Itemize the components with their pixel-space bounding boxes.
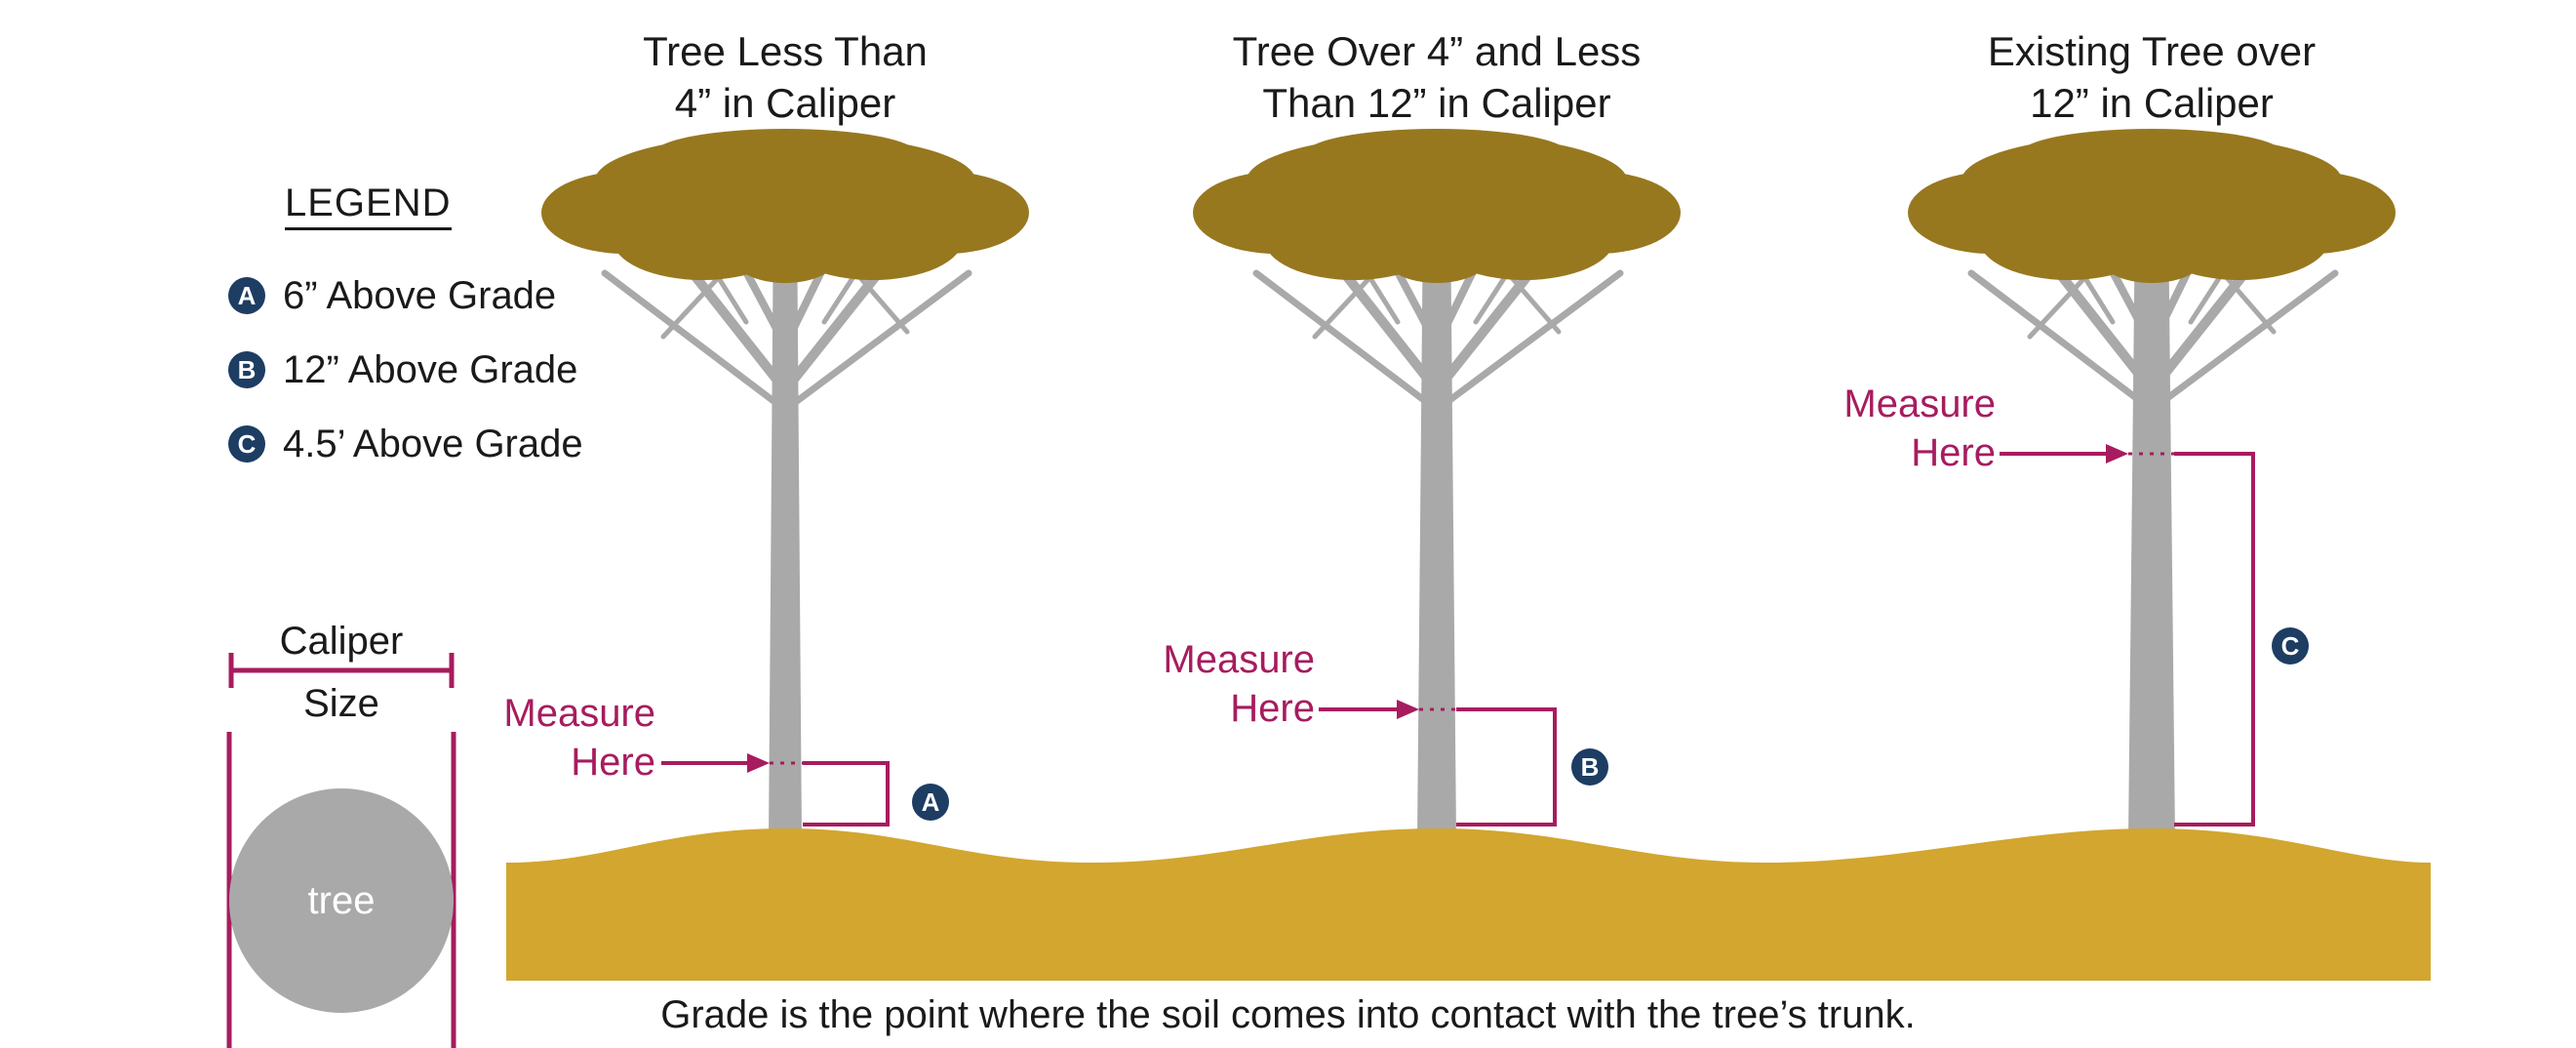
tree-canopy xyxy=(1193,129,1681,283)
tree-canopy xyxy=(1908,129,2396,283)
legend-item-b: B 12” Above Grade xyxy=(228,346,577,393)
caliper-tree-circle: tree xyxy=(229,788,454,1013)
legend-badge-b: B xyxy=(228,351,265,388)
legend-title: LEGEND xyxy=(285,181,452,230)
tree-illustration-1 xyxy=(541,129,1029,839)
measure-here-label-2: Measure Here xyxy=(1163,638,1315,730)
diagram-title-2: Tree Over 4” and Less Than 12” in Calipe… xyxy=(1232,28,1642,126)
legend-label-a: 6” Above Grade xyxy=(283,273,557,317)
measure-bracket-1 xyxy=(803,761,890,826)
measure-badge-b: B xyxy=(1571,748,1608,786)
legend-badge-c: C xyxy=(228,425,265,463)
ground-shape xyxy=(506,828,2431,981)
legend-badge-a: A xyxy=(228,277,265,314)
tree-trunk xyxy=(769,210,802,839)
legend-label-b: 12” Above Grade xyxy=(283,347,578,391)
caliper-circle-label: tree xyxy=(307,878,376,922)
tree-trunk xyxy=(2128,210,2175,839)
legend-label-c: 4.5’ Above Grade xyxy=(283,422,583,465)
tree-trunk xyxy=(1417,210,1456,839)
legend-item-a: A 6” Above Grade xyxy=(228,272,556,319)
measure-bracket-3 xyxy=(2174,452,2255,826)
measure-arrowhead-2 xyxy=(1397,700,1419,719)
diagram-title-1: Tree Less Than 4” in Caliper xyxy=(643,28,928,126)
tree-canopy xyxy=(541,129,1029,283)
measure-bracket-2 xyxy=(1456,707,1557,826)
footer-note: Grade is the point where the soil comes … xyxy=(660,993,1916,1036)
measure-arrowhead-3 xyxy=(2106,444,2128,464)
legend-title-wrap: LEGEND xyxy=(285,181,452,230)
legend-item-c: C 4.5’ Above Grade xyxy=(228,421,583,467)
tree-illustration-3 xyxy=(1908,129,2396,839)
diagram-title-3: Existing Tree over 12” in Caliper xyxy=(1987,28,2317,126)
measure-badge-a: A xyxy=(912,784,949,821)
measure-here-label-1: Measure Here xyxy=(503,692,655,784)
tree-illustration-2 xyxy=(1193,129,1681,839)
caliper-label-top: Caliper xyxy=(279,620,404,663)
measure-arrowhead-1 xyxy=(747,753,770,773)
measure-here-label-3: Measure Here xyxy=(1843,383,1996,474)
measure-badge-c: C xyxy=(2272,627,2309,665)
caliper-label-bottom: Size xyxy=(303,682,379,725)
